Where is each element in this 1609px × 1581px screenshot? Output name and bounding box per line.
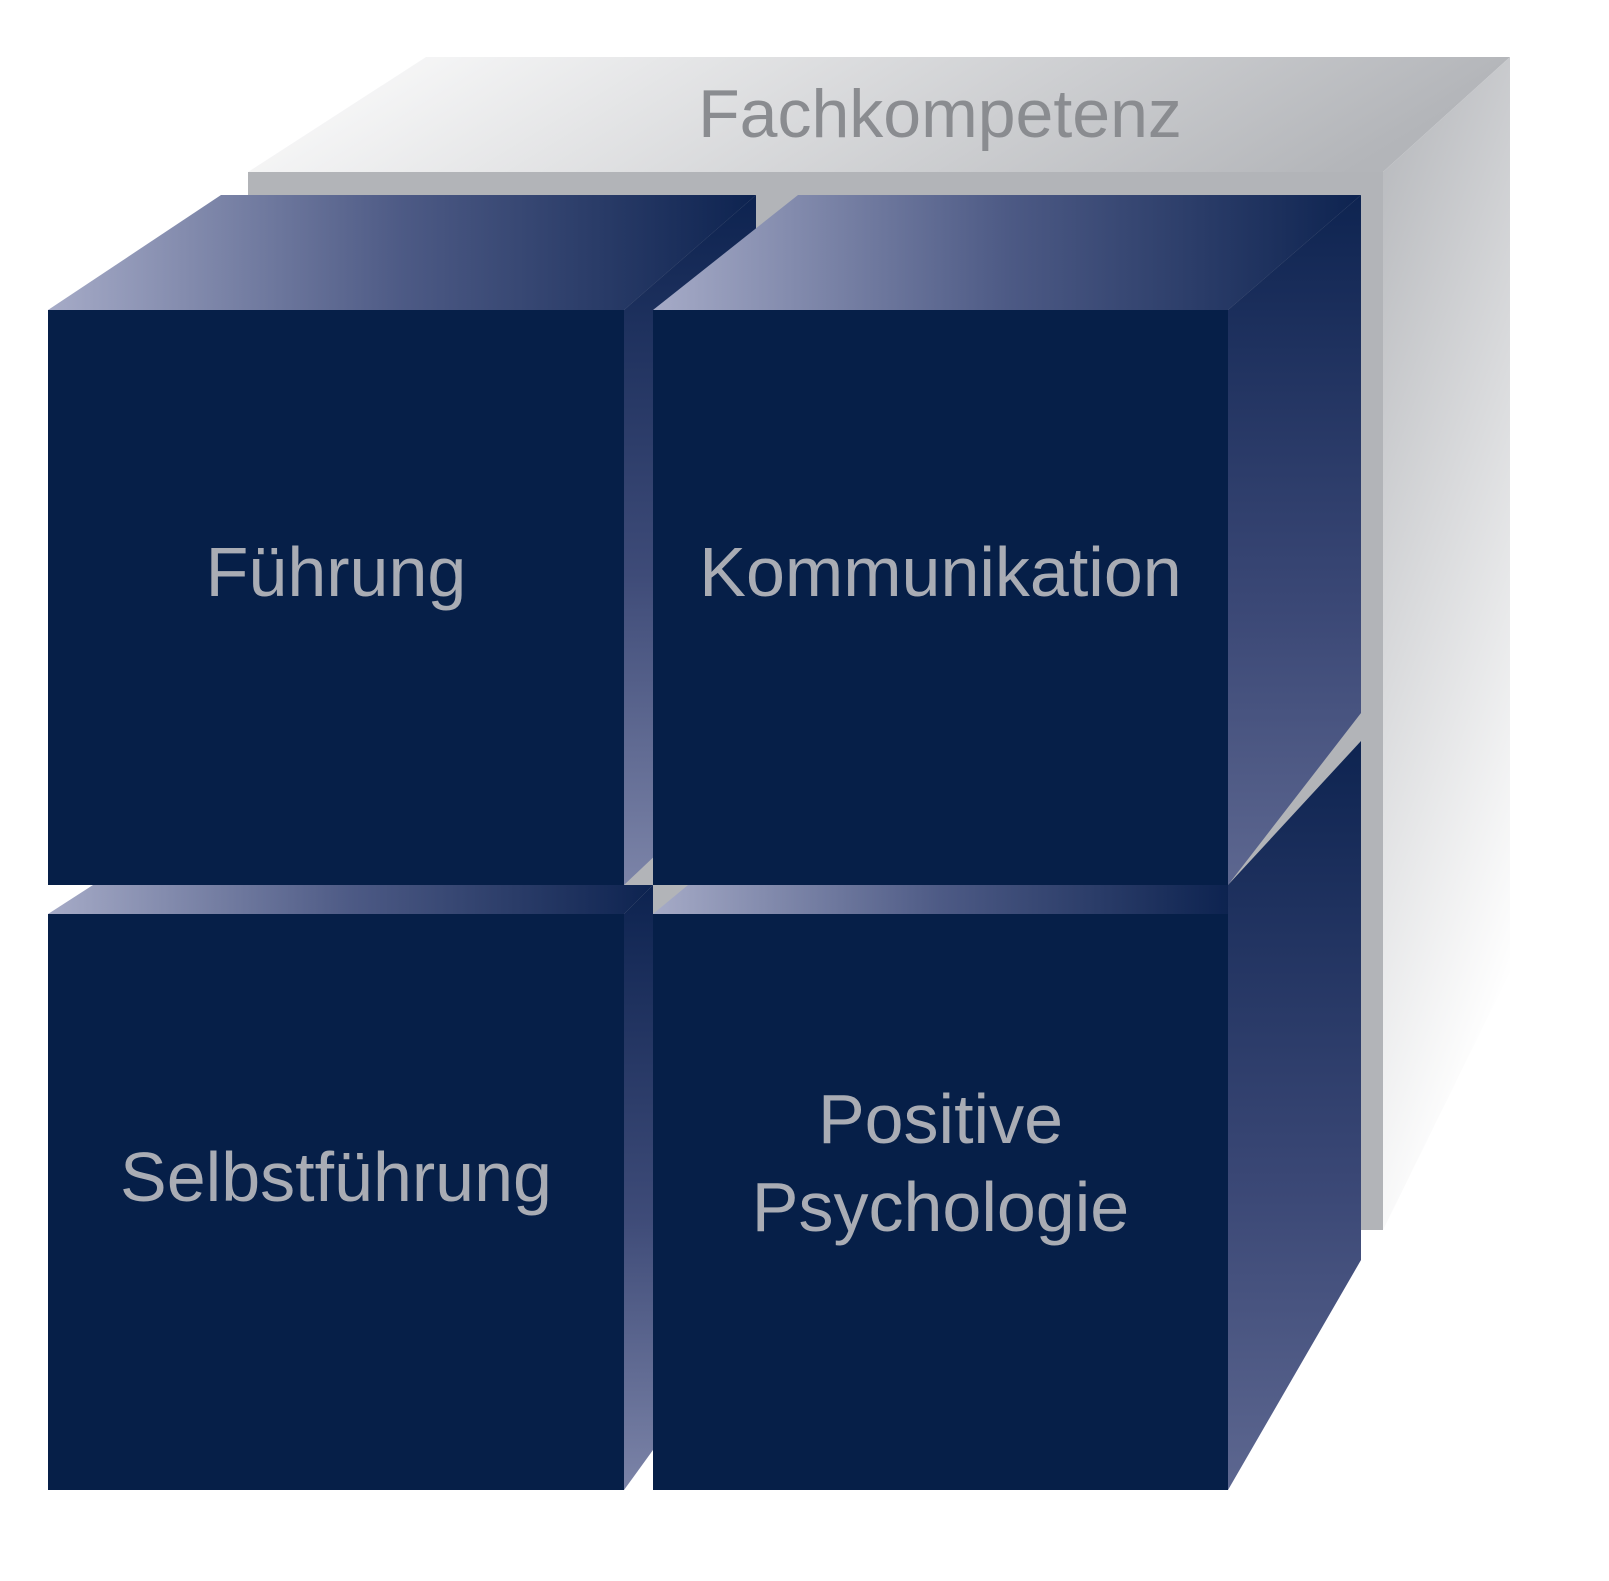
block-selbstfuehrung-side-face	[624, 885, 653, 1490]
block-positive-psychologie	[653, 741, 1361, 1490]
block-positive-psychologie-top-face	[653, 885, 1228, 914]
back-block-label: Fachkompetenz	[698, 76, 1182, 152]
block-selbstfuehrung	[48, 885, 653, 1490]
block-kommunikation-top-face	[653, 195, 1361, 310]
block-positive-psychologie-front-face	[653, 914, 1228, 1490]
block-fuehrung-top-face	[48, 195, 756, 310]
back-block-side-face	[1383, 57, 1510, 1230]
block-kommunikation-front-face	[653, 310, 1228, 885]
block-positive-psychologie-label-line-1: Positive	[817, 1080, 1064, 1158]
block-kommunikation-side-face	[1228, 195, 1361, 885]
block-positive-psychologie-label-line-2: Psychologie	[751, 1168, 1130, 1246]
block-positive-psychologie-side-face	[1228, 741, 1361, 1490]
back-block-top-face	[248, 57, 1510, 172]
block-positive-psychologie-label: Positive Psychologie	[653, 1075, 1228, 1251]
block-selbstfuehrung-top-face	[48, 885, 653, 914]
block-selbstfuehrung-label: Selbstführung	[120, 1138, 552, 1216]
block-kommunikation	[653, 195, 1361, 885]
block-fuehrung-label: Führung	[205, 533, 467, 611]
block-fuehrung-front-face	[48, 310, 624, 885]
block-kommunikation-label: Kommunikation	[699, 533, 1182, 611]
block-selbstfuehrung-front-face	[48, 914, 624, 1490]
